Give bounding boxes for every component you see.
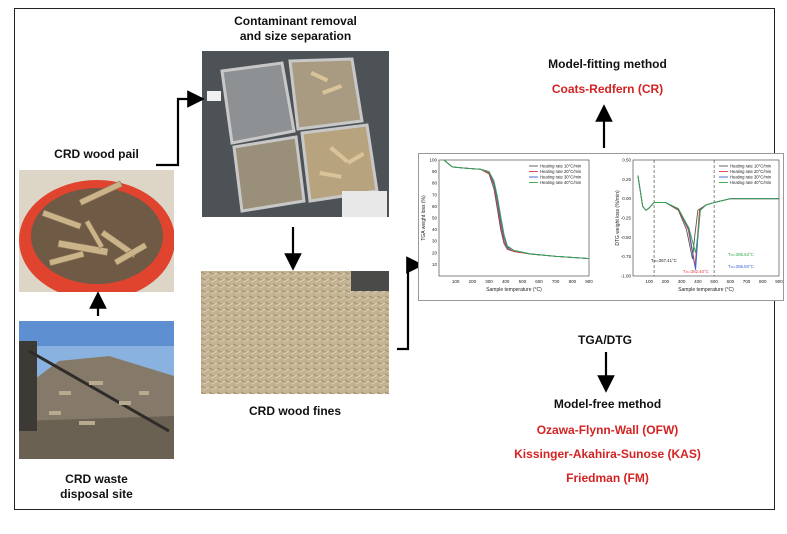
- waste-site-label: CRD waste disposal site: [19, 472, 174, 502]
- wood-fines-image: [201, 271, 389, 394]
- chart-0-y-tick: 90: [432, 169, 438, 174]
- chart-0-legend-entry: Heating rate 40°C/min: [540, 180, 582, 185]
- wood-fines-label: CRD wood fines: [249, 404, 341, 418]
- chart-1-legend-entry: Heating rate 20°C/min: [730, 169, 772, 174]
- chart-1-legend-entry: Heating rate 30°C/min: [730, 175, 772, 180]
- chart-1-y-tick: 0.25: [622, 177, 631, 182]
- chart-0-x-tick: 200: [469, 279, 477, 284]
- kas-label: Kissinger-Akahira-Sunose (KAS): [514, 447, 701, 461]
- chart-0-y-tick: 30: [432, 239, 438, 244]
- chart-0-y-tick: 10: [432, 262, 438, 267]
- chart-1-y-tick: 0.00: [622, 196, 631, 201]
- chart-1-y-label: DTG weight loss (%/min): [615, 190, 621, 246]
- chart-0-y-tick: 20: [432, 250, 438, 255]
- chart-0-x-tick: 100: [452, 279, 460, 284]
- chart-0-y-tick: 100: [429, 158, 437, 163]
- chart-1-x-tick: 600: [727, 279, 735, 284]
- model-free-label: Model-free method: [553, 397, 662, 411]
- coats-redfern-label: Coats-Redfern (CR): [551, 82, 664, 96]
- chart-1-series-line: [637, 175, 779, 253]
- chart-1-x-label: Sample temperature (°C): [678, 287, 734, 293]
- chart-0-y-tick: 80: [432, 181, 438, 186]
- chart-1-series-line: [637, 175, 779, 260]
- chart-1-x-tick: 500: [710, 279, 718, 284]
- chart-0-legend-entry: Heating rate 10°C/min: [540, 164, 582, 169]
- chart-1-y-tick: -1.00: [621, 274, 632, 279]
- model-fitting-label: Model-fitting method: [548, 57, 667, 71]
- chart-1-x-tick: 800: [759, 279, 767, 284]
- chart-0-x-tick: 400: [502, 279, 510, 284]
- chart-0-y-label: TGA weight loss (%): [421, 195, 427, 241]
- arrow-fines-to-tga: [397, 256, 424, 351]
- chart-1-frame: [632, 159, 780, 277]
- tga-dtg-charts: 100 200 300 400 500 600 700 800 900 10 20 30 40 50 60 7…: [421, 158, 783, 294]
- chart-0-x-tick: 300: [485, 279, 493, 284]
- chart-1-x-tick: 700: [743, 279, 751, 284]
- disposal-site-image: [19, 321, 174, 459]
- chart-0-y-tick: 60: [432, 204, 438, 209]
- chart-0-x-tick: 600: [535, 279, 543, 284]
- chart-1-x-tick: 300: [678, 279, 686, 284]
- wood-pail-photo: [19, 170, 174, 292]
- chart-0-legend-entry: Heating rate 20°C/min: [540, 169, 582, 174]
- chart-0-y-tick: 70: [432, 192, 438, 197]
- ofw-label: Ozawa-Flynn-Wall (OFW): [536, 423, 679, 437]
- contaminant-removal-photo: [202, 51, 389, 217]
- chart-1-annotation: Tₘ=382.40°C: [683, 269, 709, 274]
- chart-1-y-tick: -0.75: [621, 254, 632, 259]
- chart-1-x-tick: 100: [645, 279, 653, 284]
- fm-label: Friedman (FM): [566, 471, 649, 485]
- waste-label-line2: disposal site: [60, 487, 133, 501]
- chart-1-legend-entry: Heating rate 40°C/min: [730, 180, 772, 185]
- chart-0-y-tick: 50: [432, 216, 438, 221]
- chart-0-x-tick: 700: [552, 279, 560, 284]
- chart-1-legend-entry: Heating rate 10°C/min: [730, 164, 772, 169]
- chart-0-series-line: [443, 159, 590, 260]
- chart-1-annotation: Tₘ=386.50°C: [728, 264, 754, 269]
- tga-dtg-panel: 100 200 300 400 500 600 700 800 900 10 20 30 40 50 60 7…: [418, 153, 784, 301]
- contaminant-label-line2: and size separation: [239, 29, 352, 43]
- chart-1-annotation: Tₘ=385.62°C: [728, 252, 754, 257]
- chart-0-x-tick: 900: [585, 279, 593, 284]
- wood-fines-photo: [201, 271, 389, 394]
- chart-1-series-line: [637, 175, 779, 267]
- tga-dtg-label: TGA/DTG: [578, 333, 632, 347]
- arrow-pail-to-sorting: [156, 90, 205, 167]
- chart-1-series-line: [637, 175, 779, 270]
- contaminant-label-line1: Contaminant removal: [234, 14, 357, 28]
- chart-1-y-tick: -0.25: [621, 216, 632, 221]
- chart-1-y-tick: -0.50: [621, 235, 632, 240]
- chart-1-x-tick: 200: [662, 279, 670, 284]
- red-bucket-image: [19, 170, 174, 292]
- chart-0-y-tick: 40: [432, 227, 438, 232]
- waste-site-photo: [19, 321, 174, 459]
- chart-0-x-tick: 800: [569, 279, 577, 284]
- chart-1-annotation: Tₘ=367.41°C: [651, 258, 677, 263]
- waste-label-line1: CRD waste: [65, 472, 128, 486]
- chart-0-x-label: Sample temperature (°C): [486, 287, 542, 293]
- chart-0-x-tick: 500: [519, 279, 527, 284]
- chart-1-x-tick: 900: [775, 279, 783, 284]
- chart-0-frame: [438, 159, 590, 277]
- chart-0-legend-entry: Heating rate 30°C/min: [540, 175, 582, 180]
- sorting-trays-image: [202, 51, 389, 217]
- chart-1-y-tick: 0.50: [622, 158, 631, 163]
- chart-1-x-tick: 400: [694, 279, 702, 284]
- wood-pail-label: CRD wood pail: [54, 147, 139, 161]
- contaminant-removal-label: Contaminant removal and size separation: [202, 14, 389, 44]
